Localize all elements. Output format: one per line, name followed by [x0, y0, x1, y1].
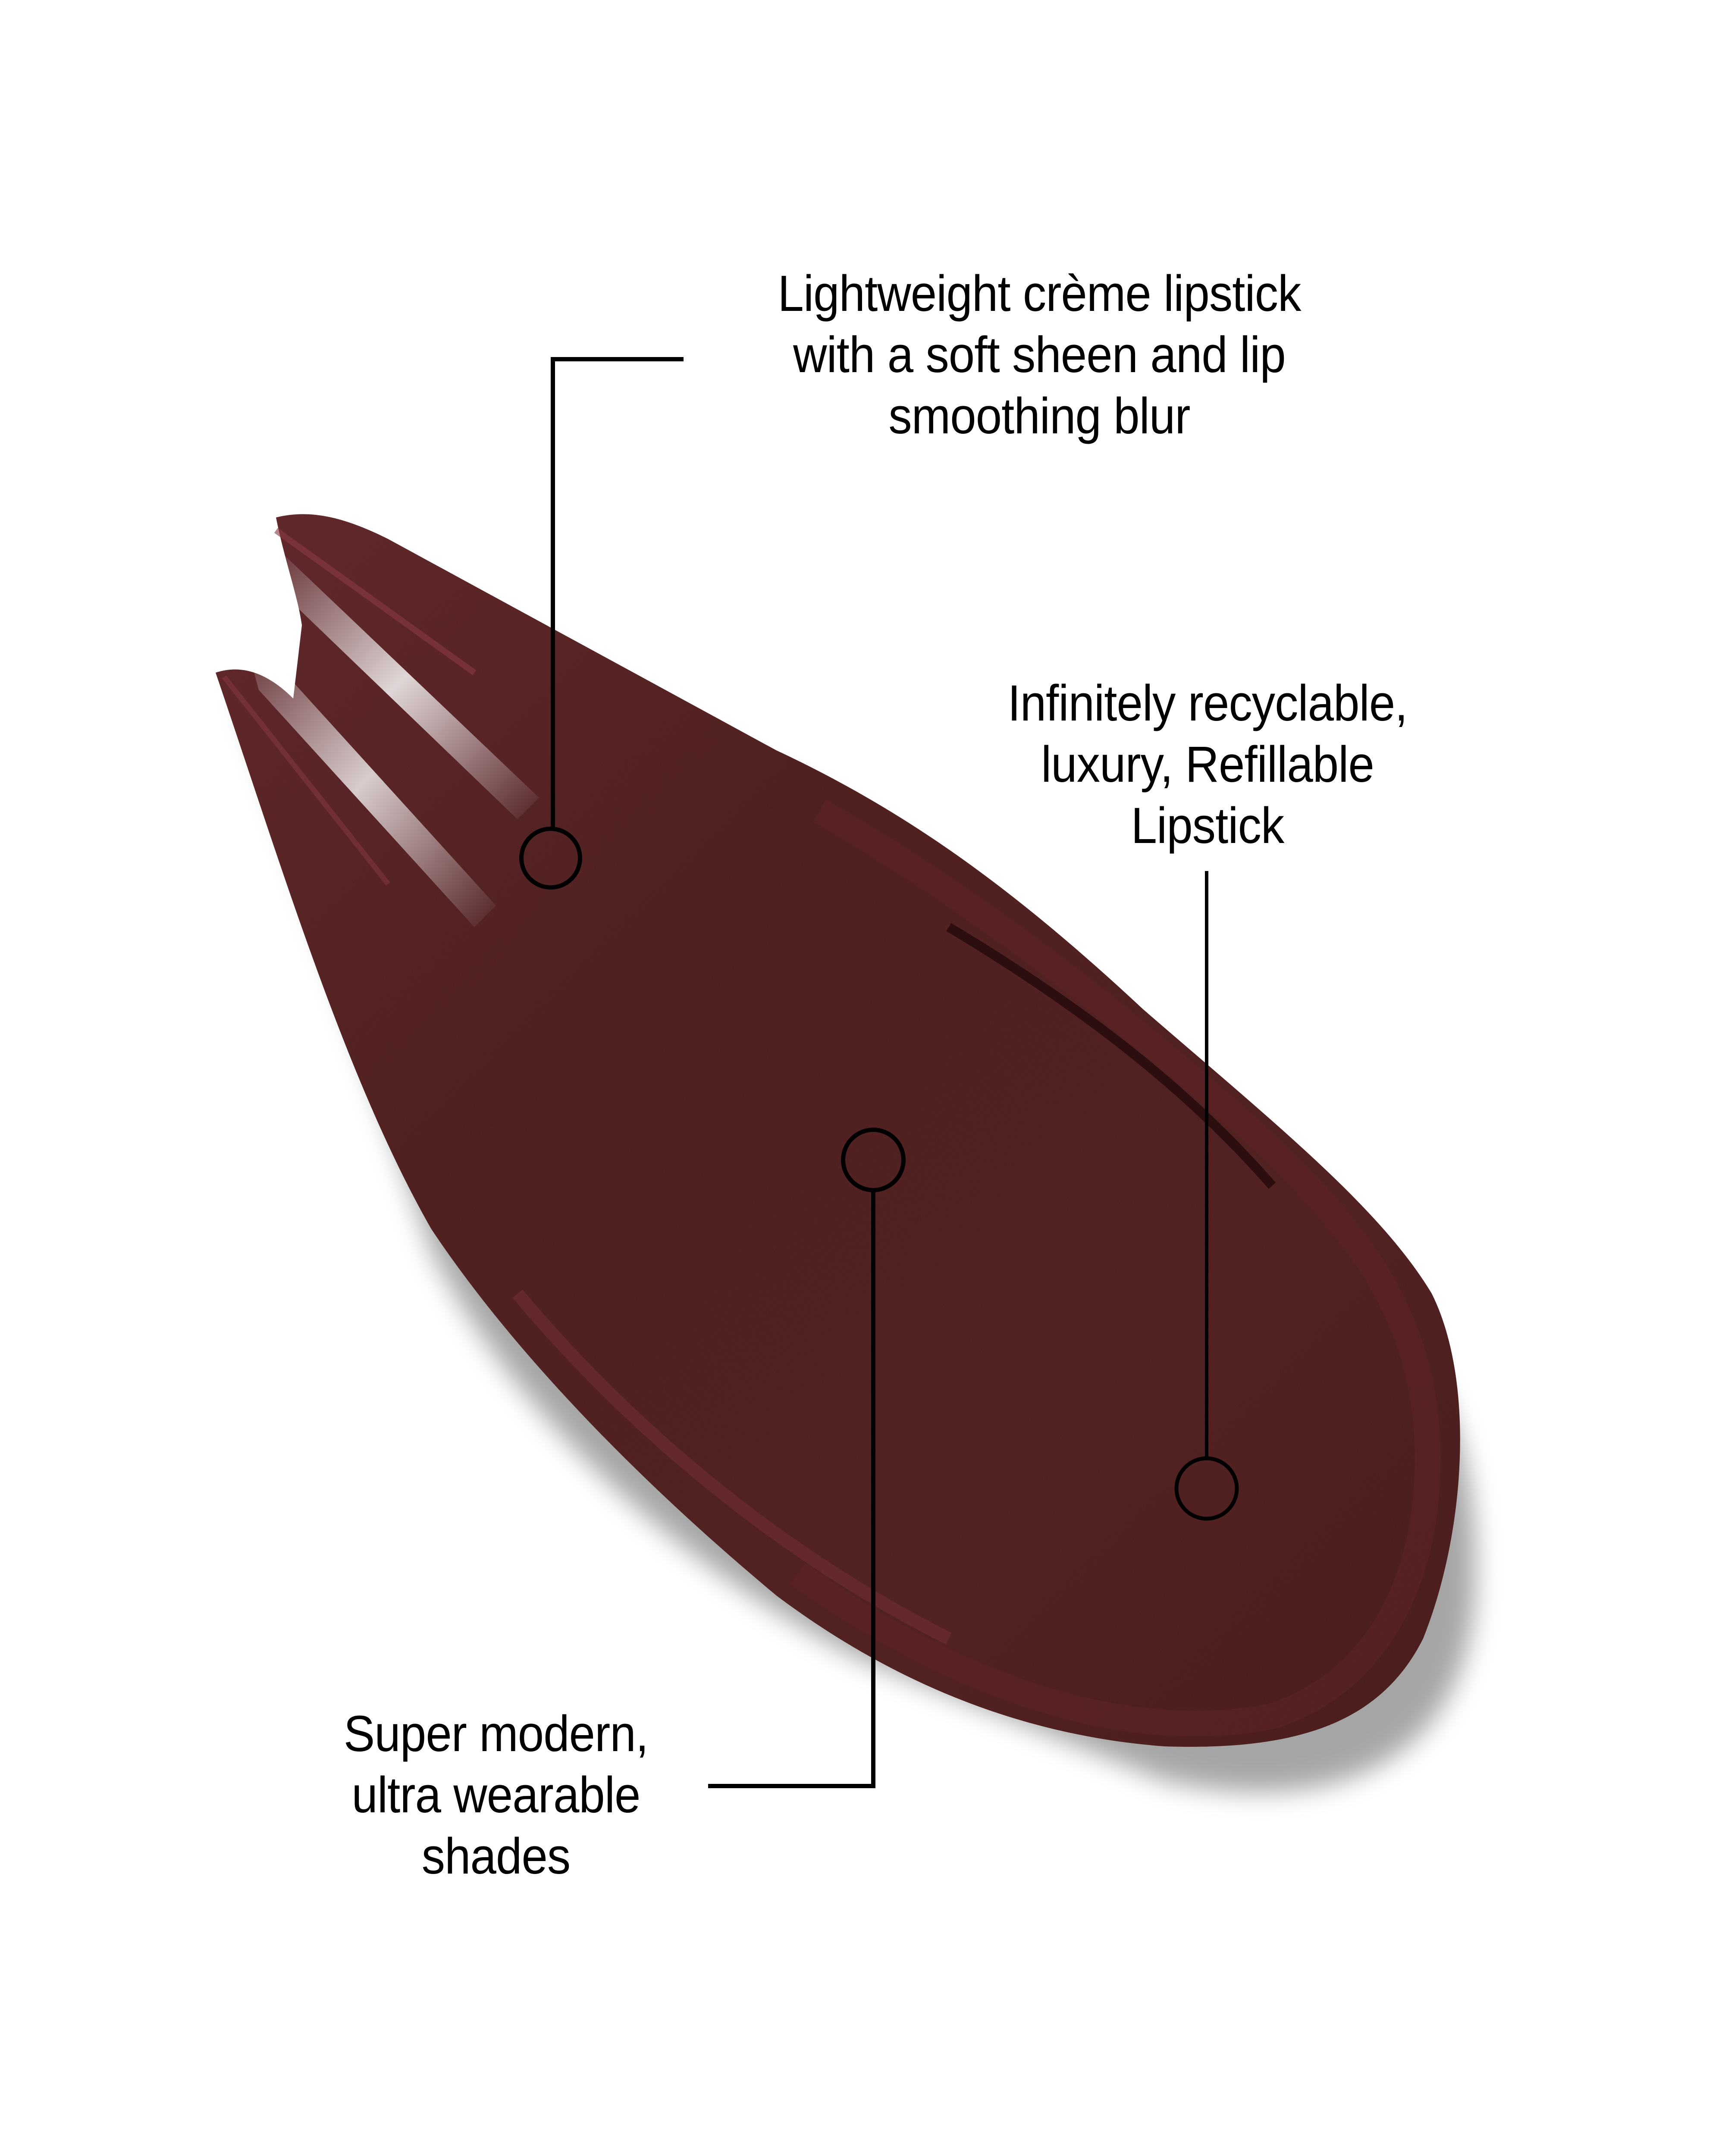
callout-shades-line-2: ultra wearable: [351, 1767, 640, 1824]
callout-finish-connector: [519, 357, 684, 890]
callout-finish-line-1: Lightweight crème lipstick: [778, 265, 1302, 322]
swatch-tip-highlight-2: [222, 675, 390, 886]
callout-shades-line-3: shades: [421, 1828, 571, 1885]
swatch-tip-streak-2: [267, 539, 539, 819]
callout-packaging-line-3: Lipstick: [1131, 797, 1285, 854]
callout-shades-line-1: Super modern,: [343, 1705, 649, 1762]
callout-finish-text: Lightweight crème lipstick with a soft s…: [702, 263, 1377, 447]
swatch-tip-highlight: [274, 528, 477, 675]
callout-packaging-connector: [1174, 871, 1239, 1521]
swatch-rim: [790, 799, 1441, 1737]
callout-packaging-line-2: luxury, Refillable: [1041, 736, 1374, 793]
callout-finish-line-2: with a soft sheen and lip: [793, 326, 1286, 383]
callout-packaging-text: Infinitely recyclable, luxury, Refillabl…: [950, 673, 1465, 856]
callout-shades-connector: [708, 1128, 906, 1788]
swatch-tip-streak-1: [242, 625, 496, 927]
swatch-texture: [216, 514, 1460, 1747]
swatch-rim-crease: [946, 923, 1276, 1189]
callout-shades-text: Super modern, ultra wearable shades: [278, 1703, 714, 1887]
callout-packaging-line-1: Infinitely recyclable,: [1007, 675, 1408, 732]
callout-finish-line-3: smoothing blur: [888, 388, 1190, 445]
